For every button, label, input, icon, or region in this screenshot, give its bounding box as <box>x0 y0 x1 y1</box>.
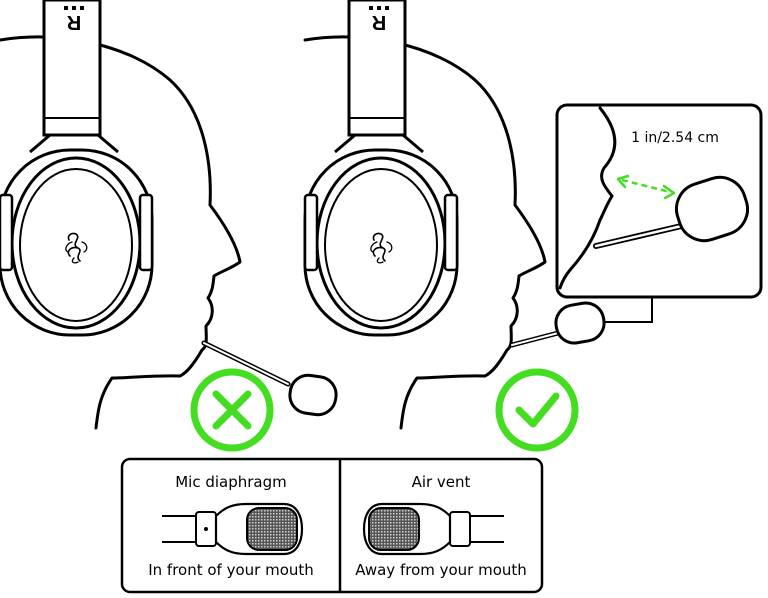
legend-box <box>120 457 544 594</box>
right-headband <box>347 0 407 137</box>
right-head-outline <box>303 35 547 430</box>
right-mic-capsule <box>554 301 606 345</box>
inset-mic-capsule <box>675 175 749 243</box>
mic-diaphragm-illustration <box>162 502 304 556</box>
distance-arrow-icon <box>616 174 676 200</box>
left-side-mark: R <box>66 11 81 33</box>
air-vent-illustration <box>362 502 504 556</box>
right-earcup <box>303 148 459 337</box>
right-side-mark: R <box>371 11 386 33</box>
left-head-outline <box>0 35 242 430</box>
legend-right-caption: Away from your mouth <box>355 561 527 579</box>
x-icon <box>190 368 274 452</box>
left-figure-incorrect: R <box>0 0 338 430</box>
left-mic-capsule <box>288 373 338 417</box>
checkmark-icon <box>495 368 579 452</box>
left-earcup <box>0 148 154 337</box>
right-figure-correct: R <box>303 0 653 430</box>
left-headband <box>42 0 102 137</box>
measurement-label: 1 in/2.54 cm <box>631 130 719 146</box>
distance-inset <box>555 103 763 299</box>
legend-left-caption: In front of your mouth <box>148 561 314 579</box>
legend-right-title: Air vent <box>411 473 471 491</box>
legend-left-title: Mic diaphragm <box>175 473 287 491</box>
